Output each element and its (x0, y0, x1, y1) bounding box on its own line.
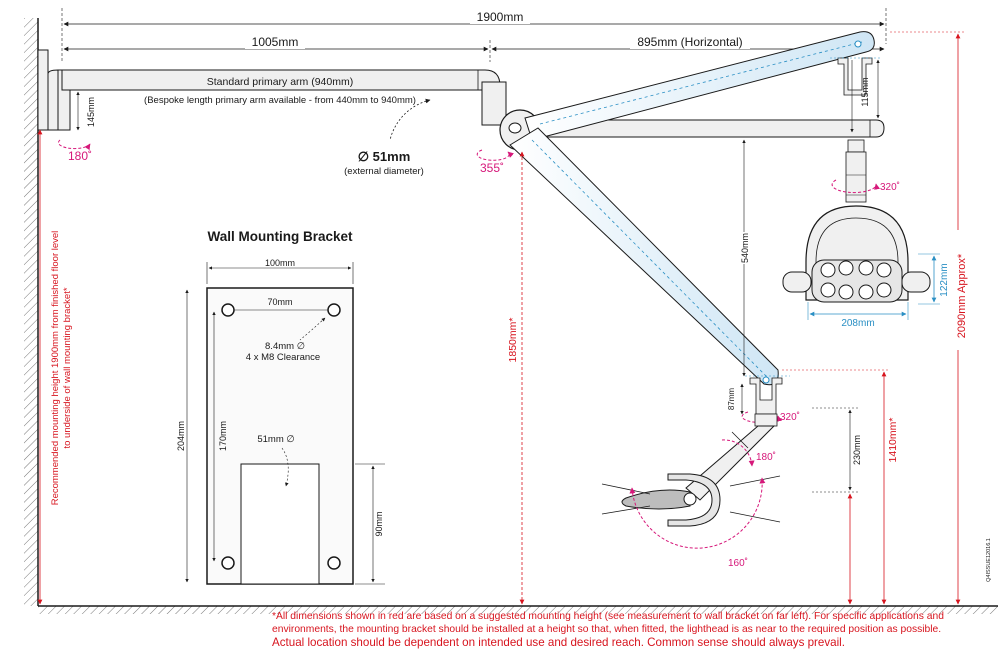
primary-arm: 145mm Standard primary arm (940mm) (Besp… (37, 49, 507, 163)
tube-callout: ∅ 51mm (external diameter) (344, 98, 431, 177)
bracket-title: Wall Mounting Bracket (207, 229, 353, 244)
height-dimensions: 1850mm* 1410mm* 2090mm Approx* Recommend… (37, 31, 992, 605)
light-head-rotation-label: 320˚ (880, 181, 900, 193)
footnote-line1: *All dimensions shown in red are based o… (272, 611, 944, 622)
wall-note-line1: Recommended mounting height 1900mm from … (50, 231, 61, 506)
lower-diagonal-arm (509, 127, 779, 386)
vertical-540: 540mm (738, 139, 750, 377)
floor (38, 605, 998, 614)
left-width-label: 1005mm (252, 35, 299, 49)
tube-diameter-note: (external diameter) (344, 166, 424, 177)
slot-height-label: 90mm (374, 511, 384, 536)
hole-spacing-label: 70mm (267, 297, 292, 307)
lower-head-height-label: 1410mm* (887, 418, 899, 463)
hole-note-label: 4 x M8 Clearance (246, 352, 320, 363)
side-code: Q4ISSUE12016.1 (986, 538, 992, 582)
wall-mounting-bracket: Wall Mounting Bracket 100mm 70mm 8.4mm ∅… (176, 229, 385, 585)
overall-width-label: 1900mm (477, 10, 524, 24)
primary-arm-label: Standard primary arm (940mm) (207, 76, 353, 88)
clearance-label: 230mm (852, 435, 862, 465)
pivot-height-label: 1850mm* (507, 318, 519, 363)
tube-diameter-bracket-label: 51mm ∅ (257, 434, 294, 445)
bracket-height-label: 204mm (176, 421, 186, 451)
right-width-label: 895mm (Horizontal) (637, 35, 742, 49)
swing-label: 160˚ (728, 557, 748, 569)
lower-rotation-label: 320˚ (780, 411, 800, 423)
footnote-line2: environments, the mounting bracket shoul… (272, 624, 942, 635)
lower-light-head: 87mm 320˚ 180˚ 160˚ 230mm (601, 375, 862, 569)
pivot-rotation-label: 355˚ (480, 161, 504, 175)
wall-note-line2: to underside of wall mounting bracket* (62, 287, 73, 448)
light-head-height-label: 122mm (939, 263, 950, 296)
bracket-width-label: 100mm (265, 258, 295, 268)
vertical-540-label: 540mm (740, 233, 750, 263)
upper-light-head: 320˚ 122mm 208mm (782, 139, 950, 329)
hole-height-label: 170mm (218, 421, 228, 451)
hole-size-label: 8.4mm ∅ (265, 341, 305, 352)
footnote: *All dimensions shown in red are based o… (272, 610, 992, 650)
wall (24, 18, 39, 606)
tilt-label: 180˚ (756, 451, 776, 463)
footnote-line3: Actual location should be dependent on i… (272, 636, 845, 649)
light-head-arm (539, 119, 885, 138)
total-height-label: 2090mm Approx* (956, 253, 968, 338)
primary-arm-sublabel: (Bespoke length primary arm available - … (144, 95, 416, 106)
top-dimensions: 1900mm 1005mm 895mm (Horizontal) (61, 8, 887, 62)
wall-rotation-label: 180˚ (68, 149, 92, 163)
lower-drop-label: 87mm (727, 388, 736, 411)
light-head-drop-label: 115mm (860, 77, 870, 106)
upper-diagonal-arm: 115mm (524, 31, 880, 141)
tube-diameter-label: ∅ 51mm (358, 149, 411, 164)
arm-drop-label: 145mm (86, 97, 96, 127)
light-head-width-label: 208mm (841, 318, 874, 329)
